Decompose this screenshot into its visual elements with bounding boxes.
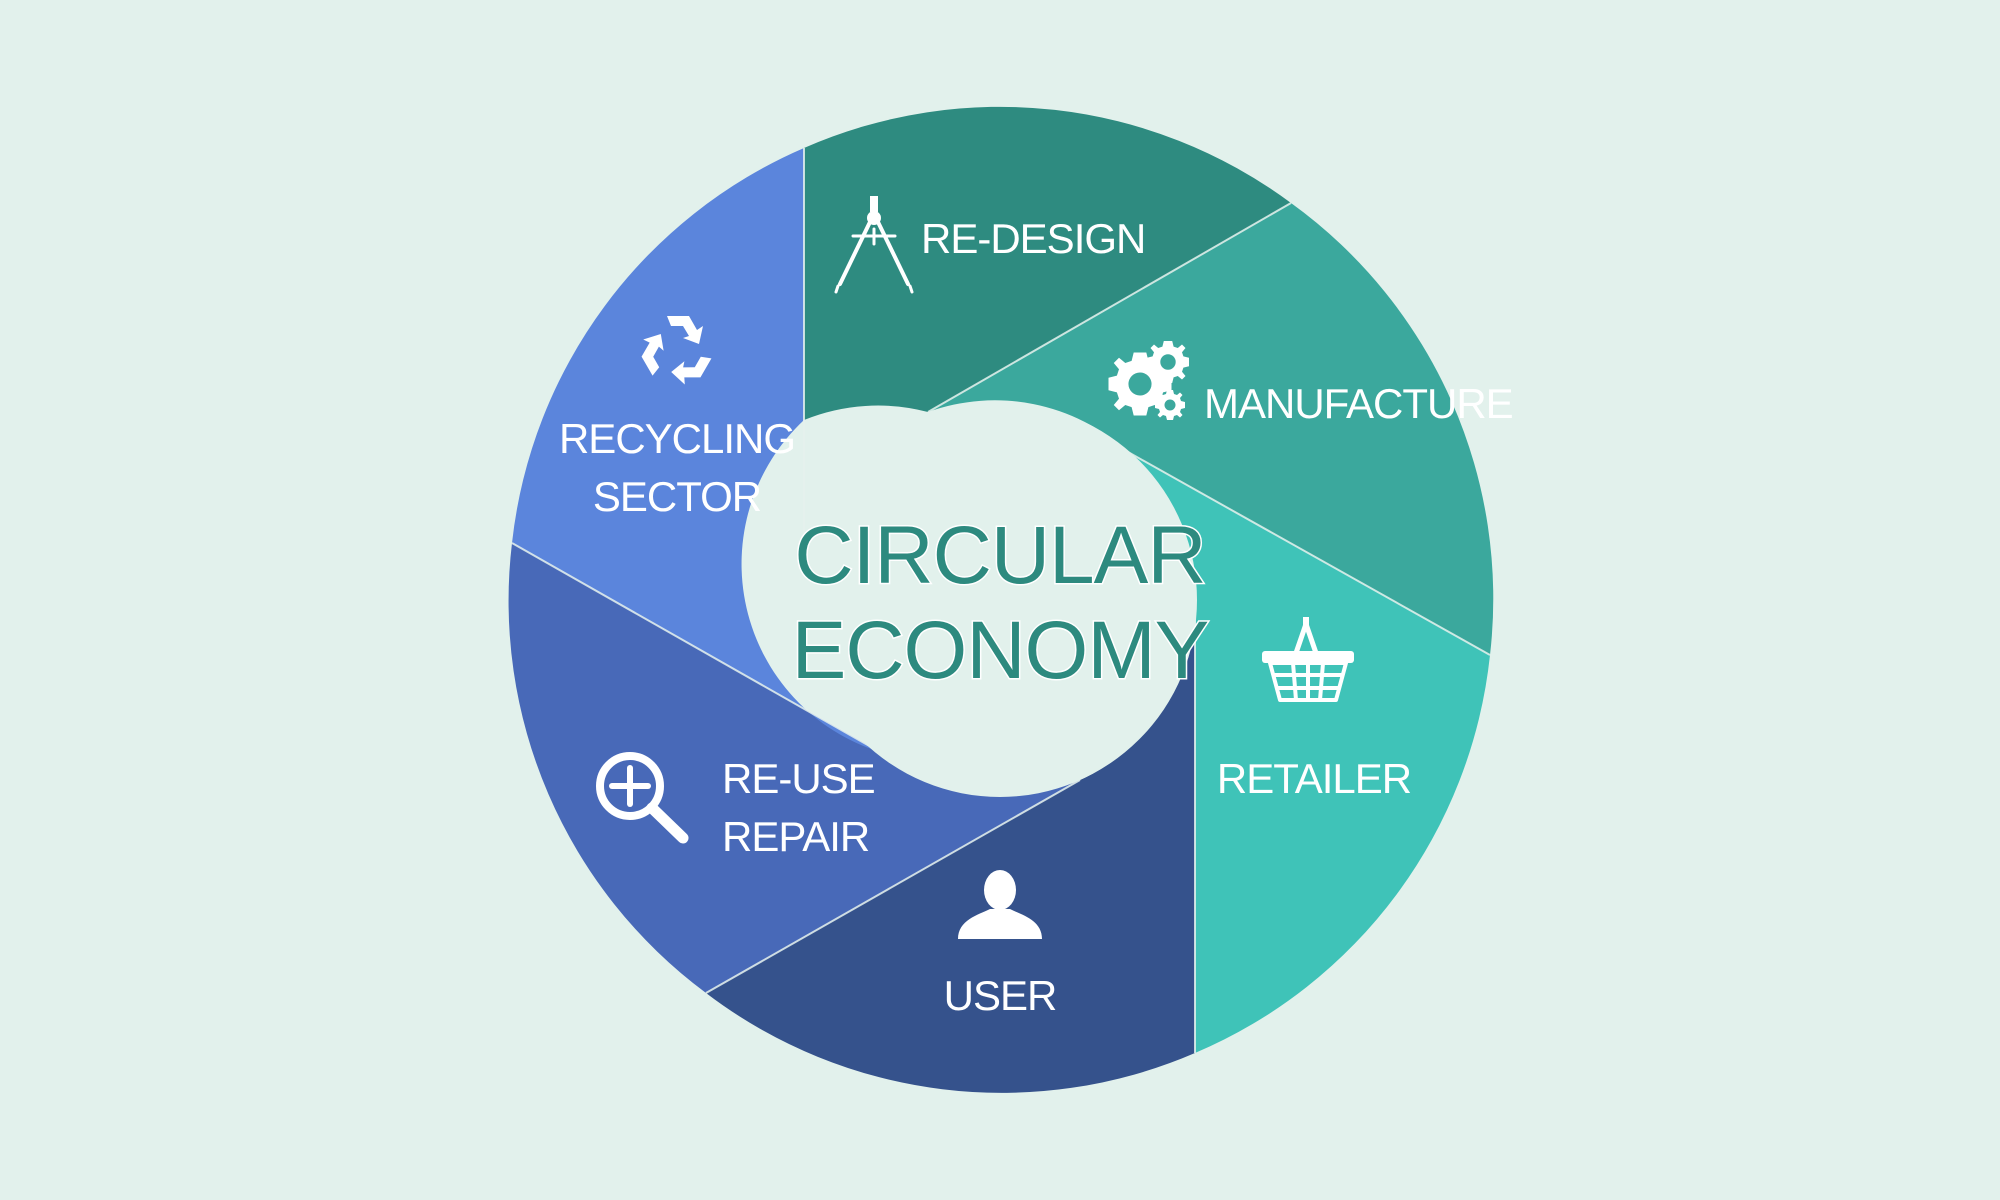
- segment-reuse-content: RE-USE REPAIR: [596, 752, 876, 860]
- segment-retailer: [1128, 452, 1490, 1053]
- basket-icon: [1262, 617, 1354, 702]
- segment-manufacture-content: MANUFACTURE: [1108, 341, 1514, 427]
- segment-label-recycling-line2: SECTOR: [593, 473, 761, 520]
- segment-label-retailer: RETAILER: [1217, 755, 1411, 802]
- divider-line: [705, 779, 1081, 994]
- segment-user-content: USER: [944, 870, 1057, 1019]
- segment-label-user: USER: [944, 972, 1057, 1019]
- hub: CIRCULAR ECONOMY: [790, 403, 1211, 797]
- segment-manufacture: [928, 203, 1494, 655]
- segment-label-reuse-line1: RE-USE: [722, 755, 875, 802]
- segment-user: [706, 600, 1196, 1093]
- segment-label-reuse-line2: REPAIR: [722, 813, 869, 860]
- compass-icon: [834, 196, 914, 294]
- segment-recycling: [512, 148, 880, 752]
- user-icon: [958, 870, 1042, 939]
- divider-line: [511, 542, 881, 753]
- segment-reuse: [508, 543, 1080, 993]
- magnifier-plus-icon: [596, 752, 689, 844]
- hub-title-line2: ECONOMY: [792, 605, 1209, 696]
- segment-retailer-content: RETAILER: [1217, 617, 1412, 802]
- segment-label-recycling-line1: RECYCLING: [559, 415, 795, 462]
- hub-title-line1: CIRCULAR: [794, 510, 1205, 601]
- segment-redesign: [804, 106, 1291, 420]
- segment-dividers: [511, 148, 1491, 1053]
- segment-recycling-content: RECYCLING SECTOR: [559, 316, 796, 520]
- segment-label-redesign: RE-DESIGN: [921, 215, 1145, 262]
- segment-redesign-content: RE-DESIGN: [834, 196, 1146, 294]
- recycle-icon: [641, 316, 712, 385]
- gears-icon: [1108, 341, 1189, 420]
- divider-line: [1127, 451, 1491, 656]
- hub-circle: [803, 403, 1197, 797]
- divider-line: [927, 202, 1292, 413]
- segment-ring: [508, 106, 1494, 1093]
- segment-label-manufacture: MANUFACTURE: [1204, 380, 1513, 427]
